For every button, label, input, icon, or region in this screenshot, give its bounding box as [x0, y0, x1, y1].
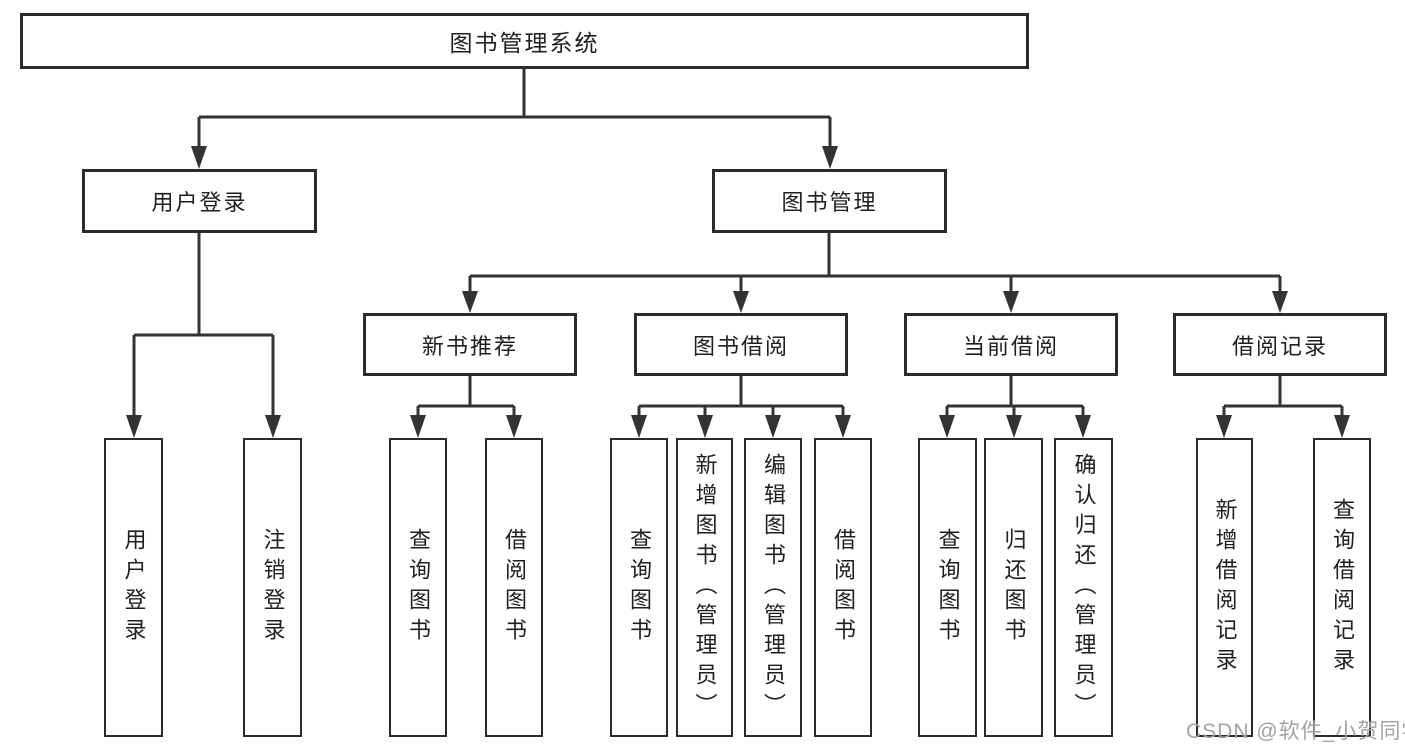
- node-leaf-user-login: 用户登录: [104, 438, 163, 737]
- leaf-label: 注销登录: [260, 527, 286, 648]
- node-leaf-add-books-admin: 新增图书（管理员）: [676, 438, 733, 737]
- node-book-management: 图书管理: [712, 169, 947, 233]
- leaf-label: 编辑图书（管理员）: [761, 452, 786, 723]
- node-leaf-logout: 注销登录: [243, 438, 302, 737]
- node-leaf-query-books-1: 查询图书: [389, 438, 447, 737]
- leaf-label: 查询图书: [627, 527, 652, 648]
- leaf-label: 归还图书: [1001, 527, 1027, 648]
- csdn-watermark: CSDN @软件_小贺同学: [1186, 720, 1405, 743]
- leaf-label: 借阅图书: [831, 527, 856, 648]
- node-leaf-borrow-books-1: 借阅图书: [485, 438, 543, 737]
- node-borrow-records: 借阅记录: [1173, 313, 1387, 376]
- node-leaf-edit-books-admin: 编辑图书（管理员）: [744, 438, 802, 737]
- node-current-borrow: 当前借阅: [904, 313, 1118, 376]
- node-book-borrow: 图书借阅: [634, 313, 848, 376]
- leaf-label: 查询图书: [406, 527, 431, 648]
- node-user-login: 用户登录: [82, 169, 317, 233]
- leaf-label: 新增借阅记录: [1212, 497, 1238, 678]
- node-leaf-confirm-return-admin: 确认归还（管理员）: [1054, 438, 1113, 737]
- leaf-label: 用户登录: [121, 527, 147, 648]
- leaf-label: 借阅图书: [502, 527, 527, 648]
- node-leaf-query-books-2: 查询图书: [610, 438, 668, 737]
- leaf-label: 确认归还（管理员）: [1071, 452, 1097, 723]
- node-library-system: 图书管理系统: [20, 13, 1029, 69]
- leaf-label: 查询借阅记录: [1330, 497, 1355, 678]
- leaf-label: 查询图书: [935, 527, 961, 648]
- node-new-book-recommend: 新书推荐: [363, 313, 577, 376]
- node-leaf-return-books: 归还图书: [984, 438, 1043, 737]
- node-leaf-add-borrow-record: 新增借阅记录: [1196, 438, 1253, 737]
- leaf-label: 新增图书（管理员）: [692, 452, 718, 723]
- node-leaf-borrow-books-2: 借阅图书: [814, 438, 872, 737]
- node-leaf-query-borrow-record: 查询借阅记录: [1313, 438, 1371, 737]
- arrowhead-icons: [126, 146, 1350, 438]
- node-leaf-query-books-3: 查询图书: [918, 438, 977, 737]
